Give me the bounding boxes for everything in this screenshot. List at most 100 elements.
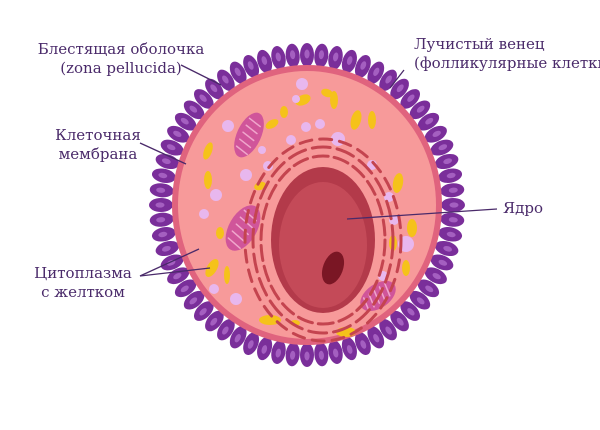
follicle-cell-nucleus <box>416 105 425 113</box>
er-arc <box>243 137 403 343</box>
label-zona-line1: Блестящая оболочка <box>37 40 205 58</box>
yolk-granule <box>259 315 281 325</box>
follicle-cell-nucleus <box>448 217 458 223</box>
leader-corona <box>389 69 405 89</box>
yolk-granule <box>392 173 404 193</box>
vesicle <box>230 293 242 305</box>
follicle-cell-nucleus <box>432 273 441 280</box>
follicle-cell <box>160 139 184 156</box>
follicle-cell-nucleus <box>173 130 182 137</box>
mitochondrion-crista <box>239 138 252 149</box>
follicle-cell-nucleus <box>275 52 282 62</box>
follicle-cell-nucleus <box>407 94 415 102</box>
label-corona-radiata: Лучистый венец (фолликулярные клетки) <box>414 35 600 73</box>
follicle-cell-nucleus <box>210 317 218 326</box>
vesicle <box>209 284 219 294</box>
mitochondrion-crista <box>248 117 261 128</box>
vesicle <box>286 135 296 145</box>
follicle-cell-nucleus <box>156 217 166 223</box>
vesicle <box>296 78 308 90</box>
follicle-cell-nucleus <box>158 231 168 238</box>
corona-radiata <box>149 43 465 367</box>
leader-nucleus <box>346 208 498 220</box>
follicle-cell-nucleus <box>189 105 198 113</box>
follicle-cell <box>257 49 273 74</box>
follicle-cell-nucleus <box>346 56 353 65</box>
follicle-cell <box>193 89 214 109</box>
follicle-cell <box>441 198 465 212</box>
follicle-cell-nucleus <box>360 61 367 70</box>
yolk-granule <box>224 266 230 284</box>
follicle-cell-nucleus <box>318 350 325 360</box>
follicle-cell <box>271 46 286 70</box>
follicle-cell <box>328 340 343 364</box>
label-zona-line2: (zona pellucida) <box>60 59 182 77</box>
follicle-cell-nucleus <box>407 308 415 316</box>
yolk-granule <box>265 119 279 129</box>
leader-membrane <box>139 142 187 165</box>
follicle-cell <box>149 212 174 227</box>
follicle-cell <box>438 168 463 183</box>
follicle-cell <box>438 227 463 242</box>
yolk-granule <box>368 111 376 129</box>
follicle-cell <box>217 69 235 92</box>
yolk-granule <box>407 219 417 237</box>
mitochondrion <box>234 112 264 158</box>
follicle-cell-nucleus <box>189 297 198 305</box>
yolk-granule <box>321 88 333 98</box>
follicle-cell-nucleus <box>443 245 453 252</box>
follicle-cell-nucleus <box>199 308 207 316</box>
follicle-cell <box>400 301 421 321</box>
leader-cytoplasm-1 <box>139 248 200 277</box>
follicle-cell <box>379 318 397 341</box>
follicle-cell <box>435 153 459 170</box>
follicle-cell <box>354 54 371 78</box>
follicle-cell-nucleus <box>289 350 296 360</box>
follicle-cell-nucleus <box>396 84 404 93</box>
follicle-cell <box>257 336 273 361</box>
nucleolus <box>321 251 345 285</box>
follicle-cell-nucleus <box>446 172 456 179</box>
follicle-cell-nucleus <box>385 326 392 335</box>
follicle-cell-nucleus <box>210 84 218 93</box>
label-nucleus-text: Ядро <box>503 199 543 217</box>
vesicle <box>199 209 209 219</box>
leader-cytoplasm-2 <box>139 267 211 277</box>
follicle-cell-nucleus <box>416 297 425 305</box>
follicle-cell <box>390 310 409 332</box>
follicle-cell-nucleus <box>373 334 380 343</box>
follicle-cell-nucleus <box>425 117 434 125</box>
follicle-cell <box>217 318 235 341</box>
follicle-cell-nucleus <box>443 158 453 165</box>
vesicle <box>222 120 234 132</box>
follicle-cell <box>151 227 176 242</box>
follicle-cell <box>409 100 431 120</box>
follicle-cell-nucleus <box>438 259 448 266</box>
follicle-cell <box>435 240 459 257</box>
follicle-cell <box>183 290 205 310</box>
follicle-cell <box>417 112 440 131</box>
follicle-cell-nucleus <box>180 117 189 125</box>
follicle-cell <box>285 342 300 367</box>
follicle-cell <box>149 198 173 212</box>
follicle-cell <box>430 254 454 271</box>
follicle-cell <box>390 78 409 100</box>
follicle-cell <box>314 342 329 367</box>
follicle-cell-nucleus <box>448 187 458 193</box>
mitochondrion-crista <box>235 145 248 156</box>
follicle-cell <box>341 49 357 74</box>
follicle-cell-nucleus <box>346 345 353 354</box>
leader-zona <box>180 64 222 86</box>
yolk-granule <box>402 260 410 276</box>
follicle-cell <box>167 125 190 143</box>
follicle-cell <box>149 183 174 198</box>
follicle-cell-nucleus <box>161 245 171 252</box>
mitochondrion-crista <box>231 230 245 243</box>
nucleus-inner <box>279 182 367 308</box>
follicle-cell-nucleus <box>396 317 404 326</box>
follicle-cell-nucleus <box>425 285 434 293</box>
label-cytoplasm-line1: Цитоплазма <box>34 264 132 282</box>
yolk-granule <box>330 91 338 109</box>
